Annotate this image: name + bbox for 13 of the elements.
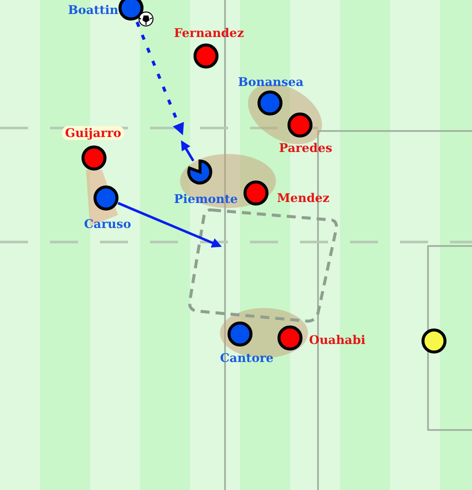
- arrow: [180, 140, 194, 162]
- player-name: Bonansea: [238, 75, 304, 89]
- arrow: [136, 21, 184, 136]
- player-name: Fernandez: [174, 26, 244, 40]
- arrow: [118, 202, 222, 248]
- player-name: Cantore: [220, 351, 274, 365]
- player-name: Caruso: [84, 217, 132, 231]
- player-name: Piemonte: [174, 192, 238, 206]
- player-name: Ouahabi: [309, 333, 366, 347]
- player-name: Paredes: [279, 141, 332, 155]
- player-name: Mendez: [277, 191, 330, 205]
- player-name: Boattin: [68, 3, 118, 17]
- player-name: Guijarro: [62, 126, 124, 140]
